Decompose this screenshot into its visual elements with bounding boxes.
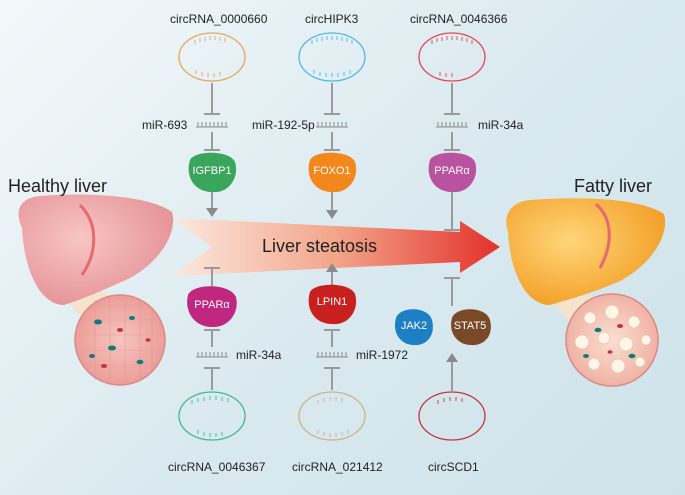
- protein-shapes: [187, 152, 491, 346]
- circrna-ticks: [311, 36, 353, 77]
- circrna-label: circRNA_021412: [292, 460, 383, 474]
- healthy-liver-title: Healthy liver: [8, 176, 108, 196]
- arrowheads: [206, 208, 458, 362]
- circrna-ticks: [194, 36, 226, 77]
- mirna-label: miR-693: [142, 118, 188, 132]
- circrna-label: circSCD1: [428, 460, 479, 474]
- circrna-label: circRNA_0046366: [410, 12, 508, 26]
- fatty-liver-illustration: [506, 198, 666, 387]
- mirna-label: miR-34a: [478, 118, 524, 132]
- circrna-label: circRNA_0046367: [168, 460, 266, 474]
- circrna-ticks: [431, 36, 473, 77]
- protein-label: LPIN1: [316, 296, 348, 308]
- protein-label: PPARα: [194, 299, 230, 311]
- protein-label: JAK2: [400, 320, 428, 332]
- mirna-comb: [196, 122, 468, 358]
- circrna-ticks: [317, 397, 349, 437]
- protein-label: IGFBP1: [192, 165, 232, 177]
- circrna-label: circHIPK3: [305, 12, 359, 26]
- fatty-liver-title: Fatty liver: [574, 176, 653, 196]
- mirna-label: miR-192-5p: [252, 118, 315, 132]
- protein-label: STAT5: [453, 320, 487, 332]
- healthy-liver-illustration: [18, 194, 174, 386]
- connector-lines: [204, 83, 460, 392]
- circrna-ticks: [191, 396, 229, 437]
- steatosis-arrow: [172, 218, 500, 276]
- steatosis-label: Liver steatosis: [262, 236, 378, 256]
- protein-label: PPARα: [434, 165, 470, 177]
- circrna-ticks: [437, 397, 463, 404]
- mirna-label: miR-1972: [356, 348, 409, 362]
- circrna-label: circRNA_0000660: [170, 12, 268, 26]
- protein-label: FOXO1: [313, 165, 351, 177]
- mirna-label: miR-34a: [236, 348, 282, 362]
